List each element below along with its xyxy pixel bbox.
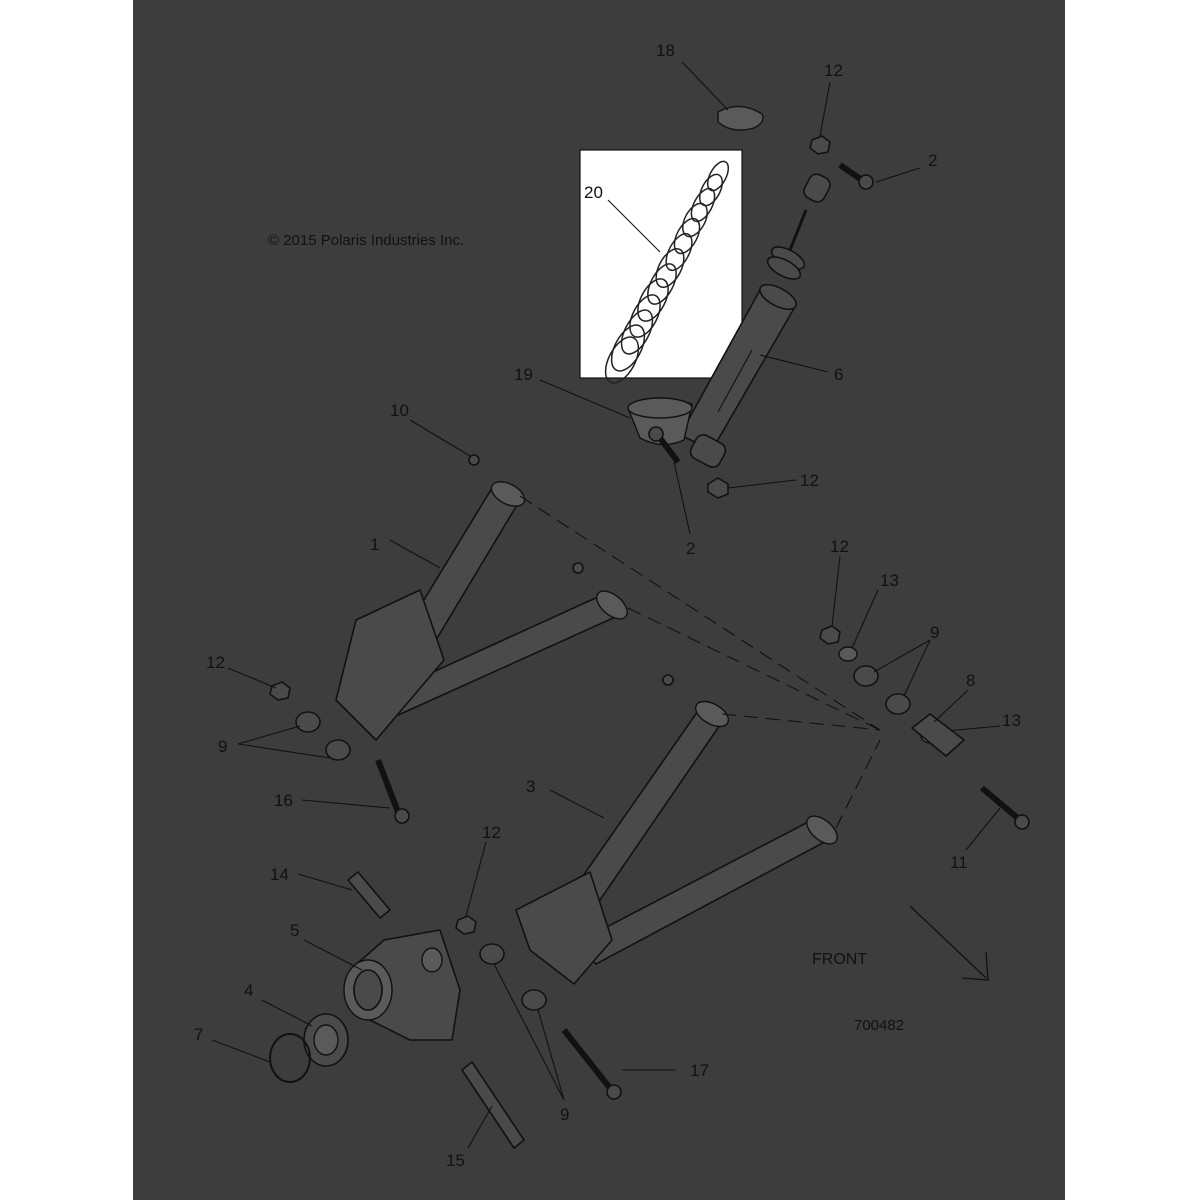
- callout-9: 9: [930, 623, 939, 642]
- bushings-9-bottom: [479, 943, 565, 1101]
- callout-2: 2: [928, 151, 937, 170]
- callout-10: 10: [390, 401, 409, 420]
- callout-12: 12: [800, 471, 819, 490]
- bolt-16: [301, 758, 410, 824]
- callout-17: 17: [690, 1061, 709, 1080]
- callout-9: 9: [560, 1105, 569, 1124]
- bolt-2-top: [838, 162, 921, 190]
- callout-7: 7: [194, 1025, 203, 1044]
- nut-12-right: [819, 555, 841, 645]
- pivot-tube-8: [911, 689, 969, 757]
- callout-11: 11: [950, 853, 968, 872]
- callout-8: 8: [966, 671, 975, 690]
- bolt-17: [561, 1028, 676, 1100]
- pin-15: [461, 1061, 525, 1149]
- drawing-number: 700482: [854, 1017, 904, 1034]
- callout-2: 2: [686, 539, 695, 558]
- callout-12: 12: [206, 653, 225, 672]
- grease-fitting: [662, 674, 674, 686]
- callout-20: 20: [584, 183, 603, 202]
- nut-12-bottom: [455, 841, 487, 935]
- nut-12-left: [227, 667, 291, 701]
- callout-14: 14: [270, 865, 289, 884]
- pin-14: [297, 871, 391, 919]
- callout-3: 3: [526, 777, 535, 796]
- callout-19: 19: [514, 365, 533, 384]
- spring-seat-19: [539, 379, 693, 446]
- shock-absorber-6: [679, 173, 831, 468]
- callout-1: 1: [370, 535, 379, 554]
- callout-18: 18: [656, 41, 675, 60]
- callout-16: 16: [274, 791, 293, 810]
- pivot-lines: [519, 495, 881, 829]
- snap-ring-7: [211, 1033, 311, 1083]
- callout-5: 5: [290, 921, 299, 940]
- callout-13: 13: [880, 571, 899, 590]
- lower-a-arm-3: [515, 700, 838, 985]
- bolt-2-lower: [648, 426, 691, 535]
- bearing-4: [261, 999, 349, 1067]
- bushings-9-left: [237, 711, 351, 761]
- callout-9: 9: [218, 737, 227, 756]
- bushings-9-right: [853, 639, 931, 715]
- hub-carrier-5: [303, 929, 461, 1041]
- callout-13: 13: [1002, 711, 1021, 730]
- spring-inset: [579, 149, 743, 384]
- front-direction-arrow: [909, 905, 989, 981]
- nut-12-shock: [707, 477, 797, 499]
- callout-6: 6: [834, 365, 843, 384]
- callout-12: 12: [482, 823, 501, 842]
- copyright-text: © 2015 Polaris Industries Inc.: [268, 232, 464, 249]
- grease-fitting: [572, 562, 584, 574]
- callout-12: 12: [824, 61, 843, 80]
- nut-12-top: [809, 81, 831, 155]
- grease-fitting-10: [409, 419, 480, 466]
- callout-12: 12: [830, 537, 849, 556]
- bolt-11: [965, 785, 1030, 851]
- spring-retainer-18: [681, 61, 764, 131]
- upper-a-arm-1: [335, 481, 628, 741]
- coil-spring: [604, 160, 730, 384]
- callout-4: 4: [244, 981, 253, 1000]
- washer-13-top: [838, 589, 879, 662]
- callout-15: 15: [446, 1151, 465, 1170]
- front-label: FRONT: [812, 951, 867, 968]
